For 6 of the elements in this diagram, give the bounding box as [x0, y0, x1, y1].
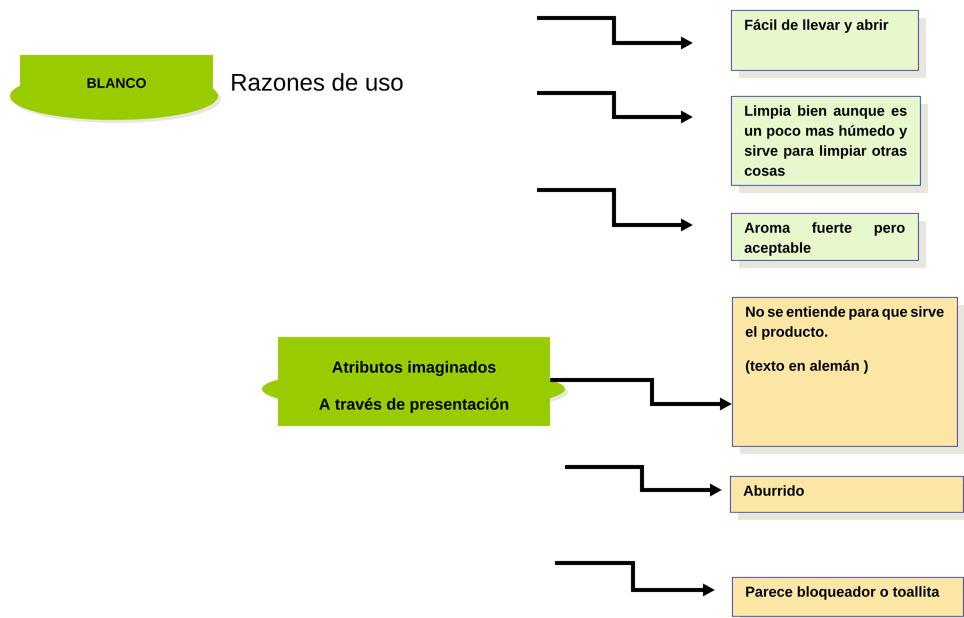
- text-box: Aroma fuerte pero aceptable: [731, 213, 926, 268]
- text-box: Aburrido: [730, 476, 964, 520]
- text-box: Parece bloqueador o toallita: [732, 577, 964, 618]
- text-box: No se entiende para que sirve el producto. (texto en alemán ): [732, 297, 964, 454]
- text-box: Limpia bien aunque es un poco mas húmedo y sirve para limpiar otras cosas: [731, 96, 928, 193]
- text-box: Fácil de llevar y abrir: [731, 10, 926, 78]
